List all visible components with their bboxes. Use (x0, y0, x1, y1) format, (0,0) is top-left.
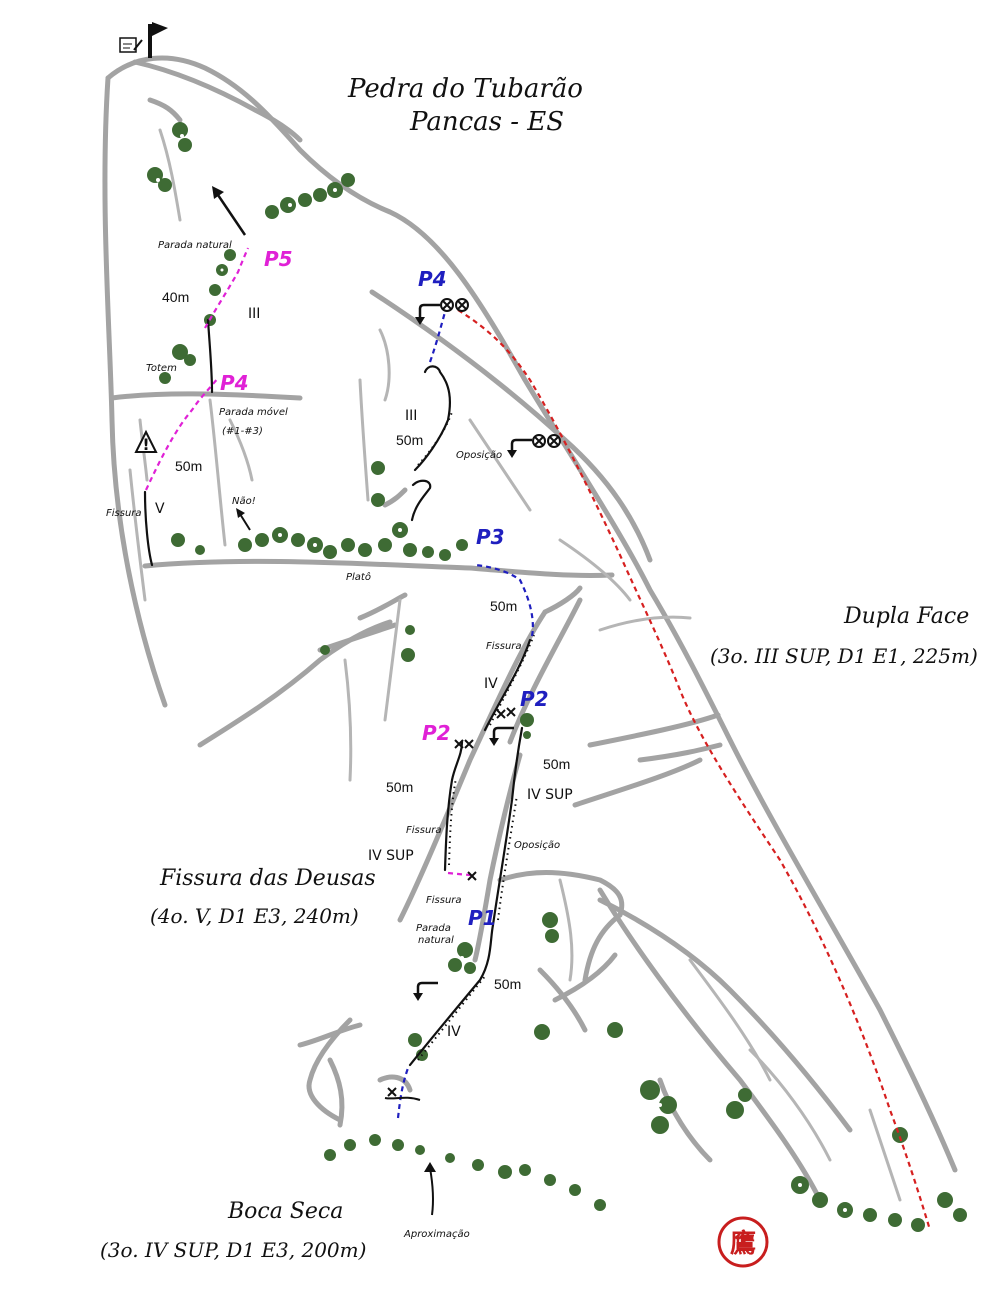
pitch-label-p1: P1 (468, 906, 497, 930)
label-fissura-left: Fissura (106, 508, 142, 519)
pitch-label-p3: P3 (476, 525, 505, 549)
arrow-up-left-icon (212, 186, 247, 236)
route-grade-dupla-face: (3o. III SUP, D1 E1, 225m) (710, 644, 978, 668)
bush-slab-2 (320, 645, 330, 655)
bolt-anchor-icon (547, 434, 561, 448)
anchor-tick (384, 1096, 421, 1101)
rappel-arrow-icon (415, 303, 440, 325)
label-plato: Platô (346, 571, 371, 583)
bush-lower-1 (542, 912, 559, 943)
warning-mark: ! (142, 435, 149, 454)
bush-lower-4 (607, 1022, 623, 1038)
bush-lower-3 (534, 1024, 550, 1040)
label-oposicao-top: Oposição (456, 450, 502, 461)
bush-lower-6 (726, 1088, 752, 1119)
length-50m-lower: 50m (494, 976, 521, 992)
bush-mid-2 (371, 493, 385, 507)
bush-top-ridge (265, 173, 355, 219)
rappel-arrow-icon (507, 438, 532, 458)
bush-p1 (448, 942, 476, 974)
length-50m-upper-left: 50m (175, 458, 202, 474)
length-50m-right-mid: 50m (543, 756, 570, 772)
seal-stamp: 鷹 (717, 1216, 769, 1268)
anchor-markers (384, 298, 561, 1101)
title-line1: Pedra do Tubarão (347, 74, 583, 104)
route-dupla-face (457, 309, 932, 1231)
pitch-label-p4-blue: P4 (418, 267, 447, 291)
pitch-label-p2-blue: P2 (520, 687, 549, 711)
bush-top-2 (147, 167, 172, 192)
pitch-difficulties: III III V IV IV SUP IV SUP IV (155, 306, 573, 1040)
route-name-dupla-face: Dupla Face (843, 604, 969, 629)
bush-totem (159, 344, 196, 384)
length-50m-upper-mid: 50m (396, 432, 423, 448)
bush-base-right (791, 1176, 967, 1232)
pitch-label-p5: P5 (264, 247, 293, 271)
label-nao: Não! (232, 496, 256, 507)
label-fissura-p3: Fissura (486, 641, 522, 652)
difficulty-IV-upper: IV (484, 676, 498, 692)
pitch-labels: P1 P2 P3 P4 P2 P4 P5 (220, 247, 549, 930)
pitch-label-p2-magenta: P2 (422, 721, 451, 745)
bolt-anchor-icon (440, 298, 454, 312)
route-boca-seca (396, 311, 535, 1119)
route-name-boca-seca: Boca Seca (227, 1199, 343, 1224)
bush-dupla-face (892, 1127, 908, 1143)
label-natural-p1: natural (418, 935, 454, 946)
bush-p2 (520, 713, 534, 739)
rock-texture (128, 128, 902, 1202)
title-line2: Pancas - ES (409, 107, 564, 137)
rappel-arrows (413, 303, 532, 1001)
difficulty-V: V (155, 501, 165, 517)
feature-labels: Parada natural Totem Parada móvel (#1-#3… (106, 240, 560, 1240)
route-names: Dupla Face (3o. III SUP, D1 E1, 225m) Fi… (100, 604, 978, 1262)
arrow-nao-icon (236, 508, 251, 531)
direction-arrows (212, 186, 436, 1216)
difficulty-III-top: III (248, 306, 260, 322)
difficulty-IV-lower: IV (447, 1024, 461, 1040)
label-fissura-lower: Fissura (426, 895, 462, 906)
label-parada-natural-top: Parada natural (158, 240, 232, 251)
difficulty-IV-SUP-left: IV SUP (368, 848, 414, 864)
rappel-arrow-icon (489, 726, 514, 746)
label-parada-movel-sub: (#1-#3) (222, 426, 263, 437)
label-aproximacao: Aproximação (403, 1229, 470, 1240)
route-name-fissura-das-deusas: Fissura das Deusas (159, 866, 376, 891)
route-grade-boca-seca: (3o. IV SUP, D1 E3, 200m) (100, 1238, 366, 1262)
route-fissura-das-deusas (143, 247, 473, 877)
label-oposicao-mid: Oposição (514, 840, 560, 851)
label-totem: Totem (146, 363, 177, 374)
warning-triangle-icon: ! (134, 429, 158, 454)
length-50m-left-mid: 50m (386, 779, 413, 795)
bush-mid-1 (371, 461, 385, 475)
pitch-lengths: 40m 50m 50m 50m 50m 50m 50m (162, 289, 570, 992)
bolt-anchor-icon (455, 298, 469, 312)
cross-marks (387, 707, 516, 1097)
label-fissura-mid: Fissura (406, 825, 442, 836)
rappel-arrow-icon (413, 981, 438, 1001)
label-parada-movel: Parada móvel (219, 406, 288, 418)
route-grade-fissura-das-deusas: (4o. V, D1 E3, 240m) (150, 904, 359, 928)
flag-icon (148, 22, 168, 58)
bush-plateau (171, 522, 468, 561)
bush-p5-column (204, 249, 236, 326)
seal-glyph: 鷹 (730, 1228, 756, 1259)
bush-base-left (324, 1134, 606, 1211)
length-50m-p3: 50m (490, 598, 517, 614)
bush-slab-1 (401, 625, 415, 662)
bush-top-1 (172, 122, 192, 152)
notebook-pencil-icon (119, 37, 143, 53)
bush-lower-5 (640, 1080, 677, 1134)
title-block: Pedra do Tubarão Pancas - ES (347, 74, 583, 137)
difficulty-IV-SUP-right: IV SUP (527, 787, 573, 803)
difficulty-III-mid: III (405, 408, 417, 424)
rock-outline (102, 55, 958, 1203)
arrow-approach-icon (424, 1162, 436, 1216)
length-40m: 40m (162, 289, 189, 305)
pitch-label-p4-magenta: P4 (220, 371, 249, 395)
bolt-anchor-icon (532, 434, 546, 448)
vegetation (147, 122, 967, 1232)
label-parada-p1: Parada (416, 923, 451, 934)
